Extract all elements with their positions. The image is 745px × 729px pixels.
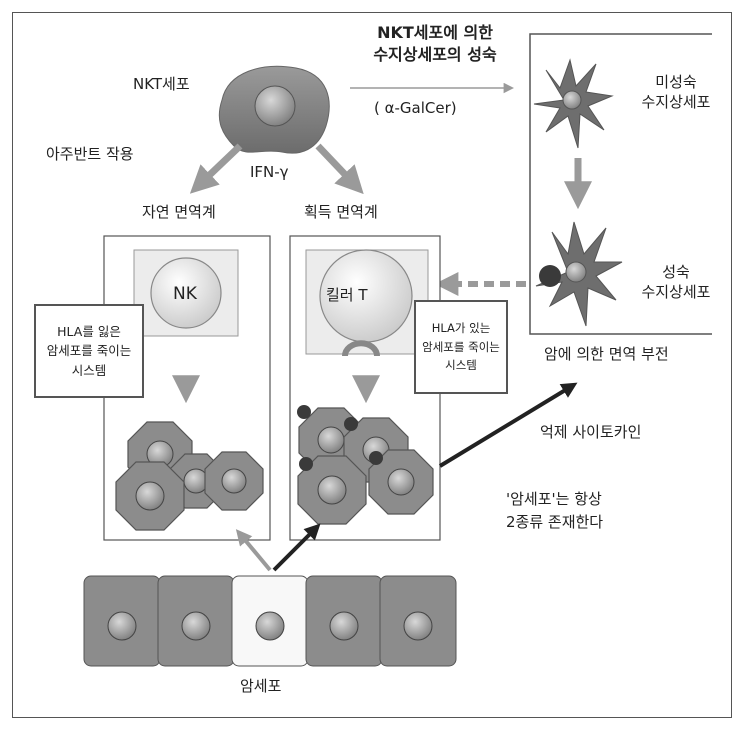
adjuvant-label: 아주반트 작용 bbox=[46, 145, 134, 163]
two-types-note-line1: '암세포'는 항상 bbox=[506, 490, 602, 508]
nk-cell-icon bbox=[150, 257, 222, 329]
hla-lost-line1: HLA를 잃은 bbox=[57, 323, 121, 339]
acquired-immunity-label: 획득 면역계 bbox=[304, 203, 378, 221]
hla-present-line1: HLA가 있는 bbox=[431, 321, 491, 336]
mature-dendritic-cell-icon bbox=[535, 221, 623, 327]
dendritic-cell-box bbox=[529, 33, 712, 335]
arrow-tissue-to-acquired bbox=[272, 523, 321, 572]
hla-lost-line3: 시스템 bbox=[71, 362, 107, 378]
hla-lost-box: HLA를 잃은 암세포를 죽이는 시스템 bbox=[34, 304, 144, 398]
nkt-cell-icon bbox=[218, 65, 330, 154]
nkt-cell-label: NKT세포 bbox=[133, 75, 190, 93]
immature-dc-label: 미성숙 수지상세포 bbox=[622, 72, 730, 113]
hla-present-line2: 암세포를 죽이는 bbox=[422, 339, 500, 354]
suppressive-cytokine-label: 억제 사이토카인 bbox=[540, 423, 642, 441]
figure-frame bbox=[12, 12, 732, 718]
mature-dc-label-line1: 성숙 bbox=[662, 263, 690, 281]
immature-dc-label-line1: 미성숙 bbox=[655, 73, 697, 91]
cancer-cell-label: 암세포 bbox=[240, 677, 282, 695]
ifn-gamma-label: IFN-γ bbox=[250, 163, 289, 181]
hla-lost-line2: 암세포를 죽이는 bbox=[46, 343, 132, 359]
arrow-to-acquired bbox=[315, 143, 364, 195]
galcer-label: ( α-GalCer) bbox=[374, 99, 457, 117]
hla-present-line3: 시스템 bbox=[445, 358, 477, 373]
immature-dc-label-line2: 수지상세포 bbox=[641, 93, 711, 112]
arrow-suppressive-cytokine bbox=[438, 382, 578, 468]
innate-immunity-label: 자연 면역계 bbox=[142, 203, 216, 221]
arrow-to-innate bbox=[189, 143, 243, 194]
killer-t-label: 킬러 T bbox=[326, 286, 368, 304]
mature-dc-label: 성숙 수지상세포 bbox=[622, 262, 730, 303]
cancer-tissue-row bbox=[83, 575, 457, 667]
nk-label: NK bbox=[173, 284, 197, 304]
hla-present-box: HLA가 있는 암세포를 죽이는 시스템 bbox=[414, 300, 508, 394]
dc-maturation-title-line2: 수지상세포의 성숙 bbox=[373, 44, 497, 64]
immature-dendritic-cell-icon bbox=[533, 58, 614, 149]
dc-maturation-title-line1: NKT세포에 의한 bbox=[377, 23, 493, 42]
arrow-tissue-to-innate bbox=[235, 529, 272, 572]
immune-failure-label: 암에 의한 면역 부전 bbox=[544, 345, 669, 363]
innate-cancer-cell-group bbox=[115, 421, 264, 531]
mature-dc-label-line2: 수지상세포 bbox=[641, 283, 711, 302]
tcr-receptor-icon bbox=[342, 340, 380, 357]
two-types-note-line2: 2종류 존재한다 bbox=[506, 513, 604, 532]
dc-maturation-title: NKT세포에 의한 수지상세포의 성숙 bbox=[330, 22, 540, 65]
two-types-note: '암세포'는 항상 2종류 존재한다 bbox=[506, 488, 603, 535]
acquired-cancer-cell-group bbox=[297, 405, 434, 525]
